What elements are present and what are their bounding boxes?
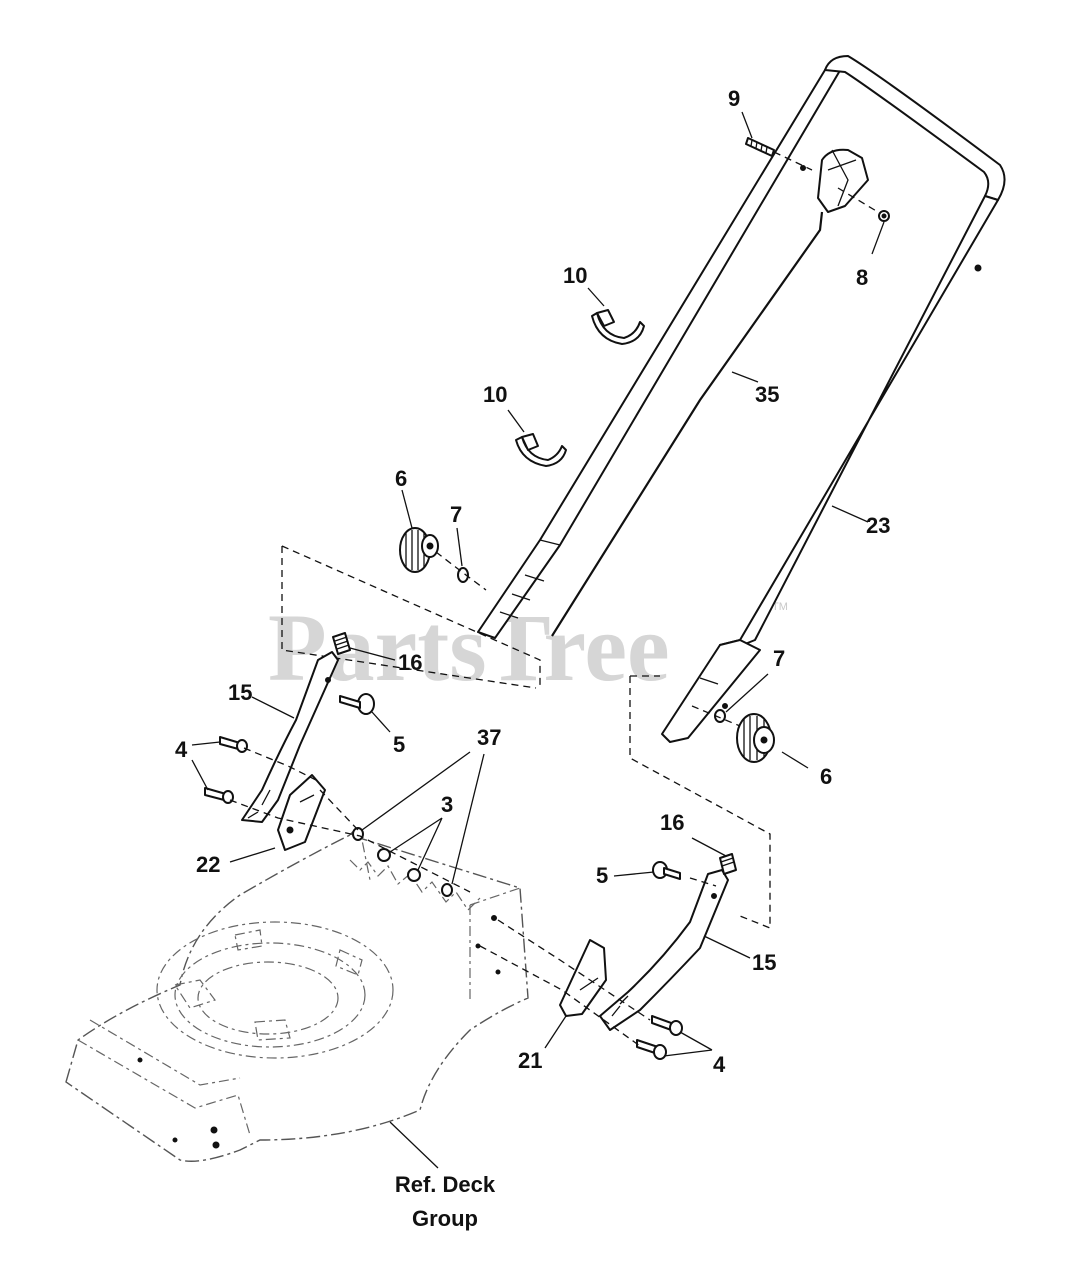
dashed-bracket-right: [629, 675, 771, 929]
pivot-21: [559, 939, 607, 1017]
callout-5-right: 5: [596, 863, 608, 888]
callout-10-mid: 10: [483, 382, 507, 407]
bolt-9: [745, 137, 775, 157]
callout-15-right: 15: [752, 950, 776, 975]
callout-6-left: 6: [395, 466, 407, 491]
callout-23: 23: [866, 513, 890, 538]
watermark-text: PartsTree: [268, 594, 670, 701]
callout-37: 37: [477, 725, 501, 750]
ref-label-line1: Ref. Deck: [395, 1172, 496, 1197]
bracket-15-left: [241, 651, 339, 823]
control-bail: [817, 148, 890, 222]
callout-8: 8: [856, 265, 868, 290]
pivot-22: [277, 774, 326, 851]
callout-5-left: 5: [393, 732, 405, 757]
bolts-4-left: [204, 736, 248, 804]
callout-21: 21: [518, 1048, 542, 1073]
callout-22: 22: [196, 852, 220, 877]
bolt-5-left: [339, 693, 375, 715]
callout-4-right: 4: [713, 1052, 726, 1077]
bolt-5-right: [652, 861, 681, 880]
callout-16-left: 16: [398, 650, 422, 675]
knob-6-left: [399, 527, 439, 573]
cable-35: [551, 211, 824, 637]
bolts-4-right: [636, 1015, 683, 1060]
callout-7-right: 7: [773, 646, 785, 671]
watermark: PartsTree TM: [268, 594, 788, 701]
clip-10-top: [591, 309, 645, 345]
washer-7-left: [457, 567, 469, 583]
ref-deck-label: Ref. Deck Group: [395, 1172, 496, 1231]
lower-handle-right: [661, 639, 761, 743]
watermark-trademark: TM: [772, 601, 788, 613]
leader-lines: [191, 111, 885, 1169]
knob-6-right: [736, 713, 775, 763]
nuts-washers-left: [352, 827, 453, 897]
callout-3: 3: [441, 792, 453, 817]
callout-16-right: 16: [660, 810, 684, 835]
spring-16-right: [719, 853, 737, 875]
upper-handle-23: [477, 55, 1006, 649]
callout-6-right: 6: [820, 764, 832, 789]
spring-16-left: [332, 632, 351, 655]
callout-35: 35: [755, 382, 779, 407]
assembly-lines: [229, 151, 879, 1047]
ref-label-line2: Group: [412, 1206, 478, 1231]
callouts: 9 8 10 10 35 23 6 7 16 15 5 4 37 3 22 7 …: [175, 86, 890, 1077]
deck-reference: [65, 830, 529, 1162]
callout-15-left: 15: [228, 680, 252, 705]
callout-10-top: 10: [563, 263, 587, 288]
callout-7-left: 7: [450, 502, 462, 527]
dashed-bracket-left: [281, 545, 541, 689]
callout-9: 9: [728, 86, 740, 111]
bracket-15-right: [599, 869, 729, 1031]
callout-4-left: 4: [175, 737, 188, 762]
clip-10-mid: [515, 433, 567, 467]
